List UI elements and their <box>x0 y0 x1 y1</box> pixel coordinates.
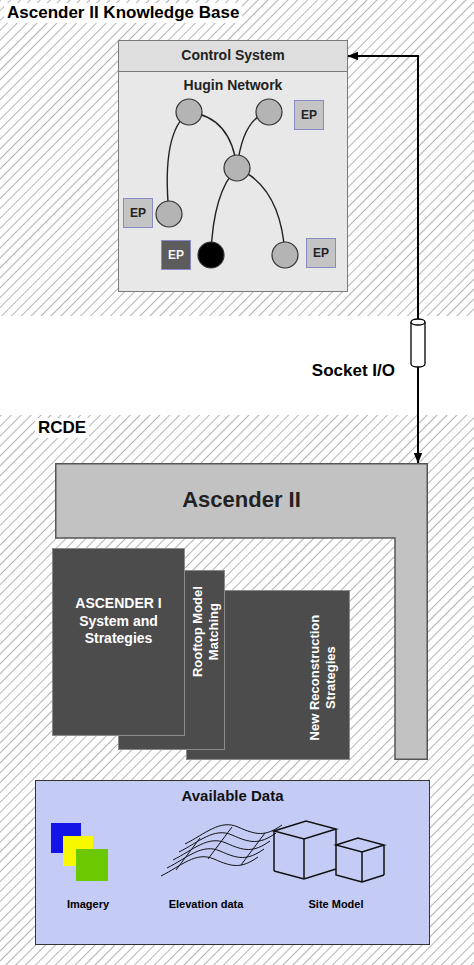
hatched-region <box>0 415 474 965</box>
network-box: Hugin NetworkEP EP EP EP <box>118 72 348 292</box>
ep-label: EP <box>130 206 146 220</box>
site-model-icon <box>274 821 384 882</box>
ep-box: EP <box>306 238 336 268</box>
data-kind-label: Elevation data <box>169 898 244 910</box>
imagery-icon <box>51 823 108 881</box>
box-label: Available Data <box>182 787 284 804</box>
hatched-region <box>0 0 474 316</box>
data-kind-label: Site Model <box>308 898 363 910</box>
cylinder-symbol <box>411 319 425 367</box>
socket-connector <box>348 56 418 463</box>
ep-box: EP <box>294 100 324 130</box>
control-box: Control System <box>118 40 348 72</box>
elevation-mesh <box>161 825 282 876</box>
card-label: Rooftop Model Matching <box>190 575 221 687</box>
region-band: Ascender II Knowledge BaseControl System… <box>0 0 474 316</box>
connector-label: Socket I/O <box>309 361 398 381</box>
card-label: New Reconstruction Strategies <box>307 601 338 753</box>
region-band: RCDE Ascender II ASCENDER I System and Str… <box>0 415 474 965</box>
ep-box: EP <box>123 198 153 228</box>
network-links <box>167 112 285 255</box>
ep-box: EP <box>161 240 191 270</box>
box-label: Control System <box>181 47 284 63</box>
data-icons <box>36 781 431 946</box>
ep-label: EP <box>313 246 329 260</box>
ascender-frame: Ascender II ASCENDER I System and Strateg… <box>55 463 428 760</box>
box-label: Hugin Network <box>184 77 283 93</box>
frame-title: Ascender II <box>182 487 301 513</box>
module-card: ASCENDER I System and Strategies <box>52 548 185 736</box>
ep-label: EP <box>301 108 317 122</box>
region-title: Ascender II Knowledge Base <box>4 3 242 23</box>
data-kind-label: Imagery <box>67 898 109 910</box>
card-label: ASCENDER I System and Strategies <box>53 595 184 648</box>
data-box: Available Data <box>35 780 430 945</box>
region-title: RCDE <box>35 418 89 438</box>
ep-label: EP <box>168 248 184 262</box>
